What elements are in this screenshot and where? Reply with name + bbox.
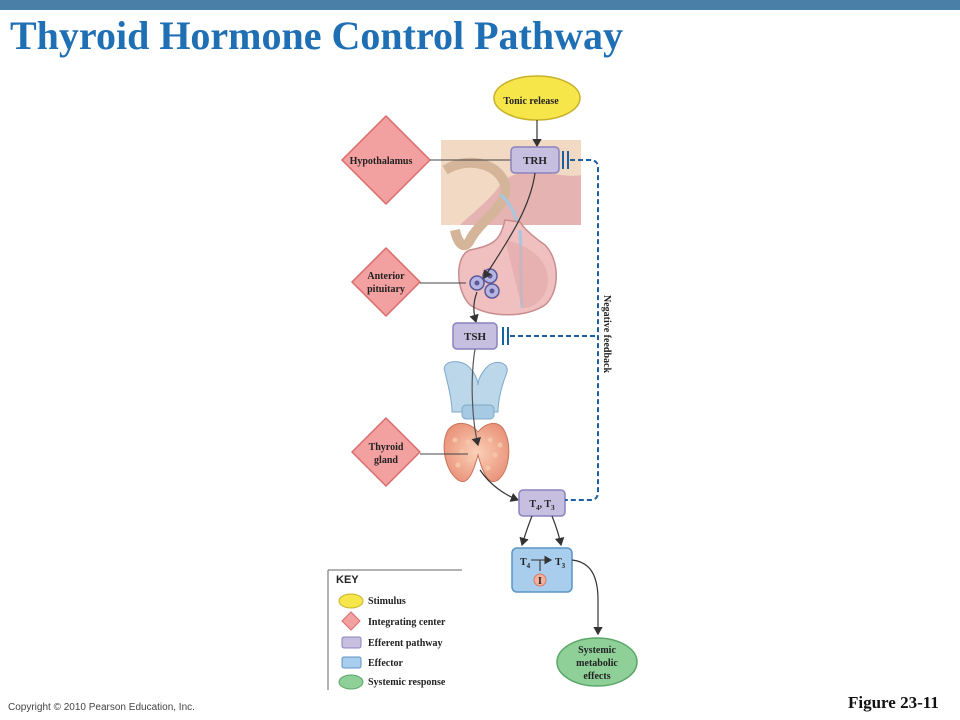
diagram-key: KEY Stimulus Integrating center Efferent… (327, 569, 462, 690)
key-efferent-swatch (341, 636, 362, 649)
key-stimulus-label: Stimulus (368, 596, 406, 607)
arrow-tsh-to-thyroid (471, 348, 481, 447)
key-systemic-swatch (338, 674, 364, 690)
t4-t3-efferent: T4, T3 (518, 489, 566, 517)
anterior-pituitary-label-line2: pituitary (367, 284, 405, 295)
tsh-efferent: TSH (452, 322, 509, 350)
arrow-to-t4 (519, 515, 533, 547)
figure-number: Figure 23-11 (848, 693, 939, 712)
thyroid-gland-label-line2: gland (374, 455, 398, 466)
systemic-metabolic-effects: Systemic metabolic effects (556, 637, 638, 687)
effector-t3-label: T3 (555, 557, 566, 570)
t4-t3-label: T4, T3 (529, 499, 555, 512)
effector-t4-label: T4 (520, 557, 531, 570)
trh-label: TRH (523, 155, 547, 167)
top-bar (0, 0, 960, 10)
tsh-label: TSH (464, 331, 486, 343)
negative-feedback-line (565, 159, 599, 501)
hypothalamus-integrating-center: Hypothalamus (341, 115, 431, 205)
trh-efferent: TRH (510, 146, 569, 174)
key-integrating-swatch (341, 611, 361, 631)
arrow-thyroid-to-t4t3 (479, 469, 520, 502)
enzyme-label: I (538, 576, 542, 587)
systemic-label-line2: metabolic (576, 658, 618, 669)
hypothalamus-label: Hypothalamus (350, 156, 413, 167)
key-effector-swatch (341, 656, 362, 669)
key-stimulus-swatch (338, 593, 364, 609)
tonic-release-stimulus: Tonic release (493, 75, 581, 121)
thyroid-illustration (443, 361, 510, 483)
key-efferent-label: Efferent pathway (368, 638, 443, 649)
t4-t3-conversion-effector: T4 T3 I (511, 547, 573, 593)
anterior-pituitary-integrating-center: Anterior pituitary (351, 247, 421, 317)
thyroid-gland-label-line1: Thyroid (369, 442, 404, 453)
key-integrating-label: Integrating center (368, 617, 446, 628)
arrow-pituitary-to-tsh (469, 291, 479, 324)
copyright-notice: Copyright © 2010 Pearson Education, Inc. (8, 702, 195, 713)
negative-feedback-label: Negative feedback (601, 295, 612, 373)
key-effector-label: Effector (368, 658, 404, 669)
arrow-trh-to-pituitary (483, 172, 536, 280)
arrow-to-systemic-response (571, 559, 603, 636)
key-systemic-label: Systemic response (368, 677, 446, 688)
pituitary-illustration (458, 219, 557, 316)
systemic-label-line1: Systemic (578, 645, 616, 656)
anterior-pituitary-label-line1: Anterior (367, 271, 405, 282)
thyroid-gland-integrating-center: Thyroid gland (351, 417, 421, 487)
arrow-to-t3 (551, 515, 565, 547)
tonic-release-label: Tonic release (503, 96, 559, 107)
key-title: KEY (336, 574, 359, 586)
page-title: Thyroid Hormone Control Pathway (10, 13, 623, 58)
systemic-label-line3: effects (583, 671, 610, 682)
